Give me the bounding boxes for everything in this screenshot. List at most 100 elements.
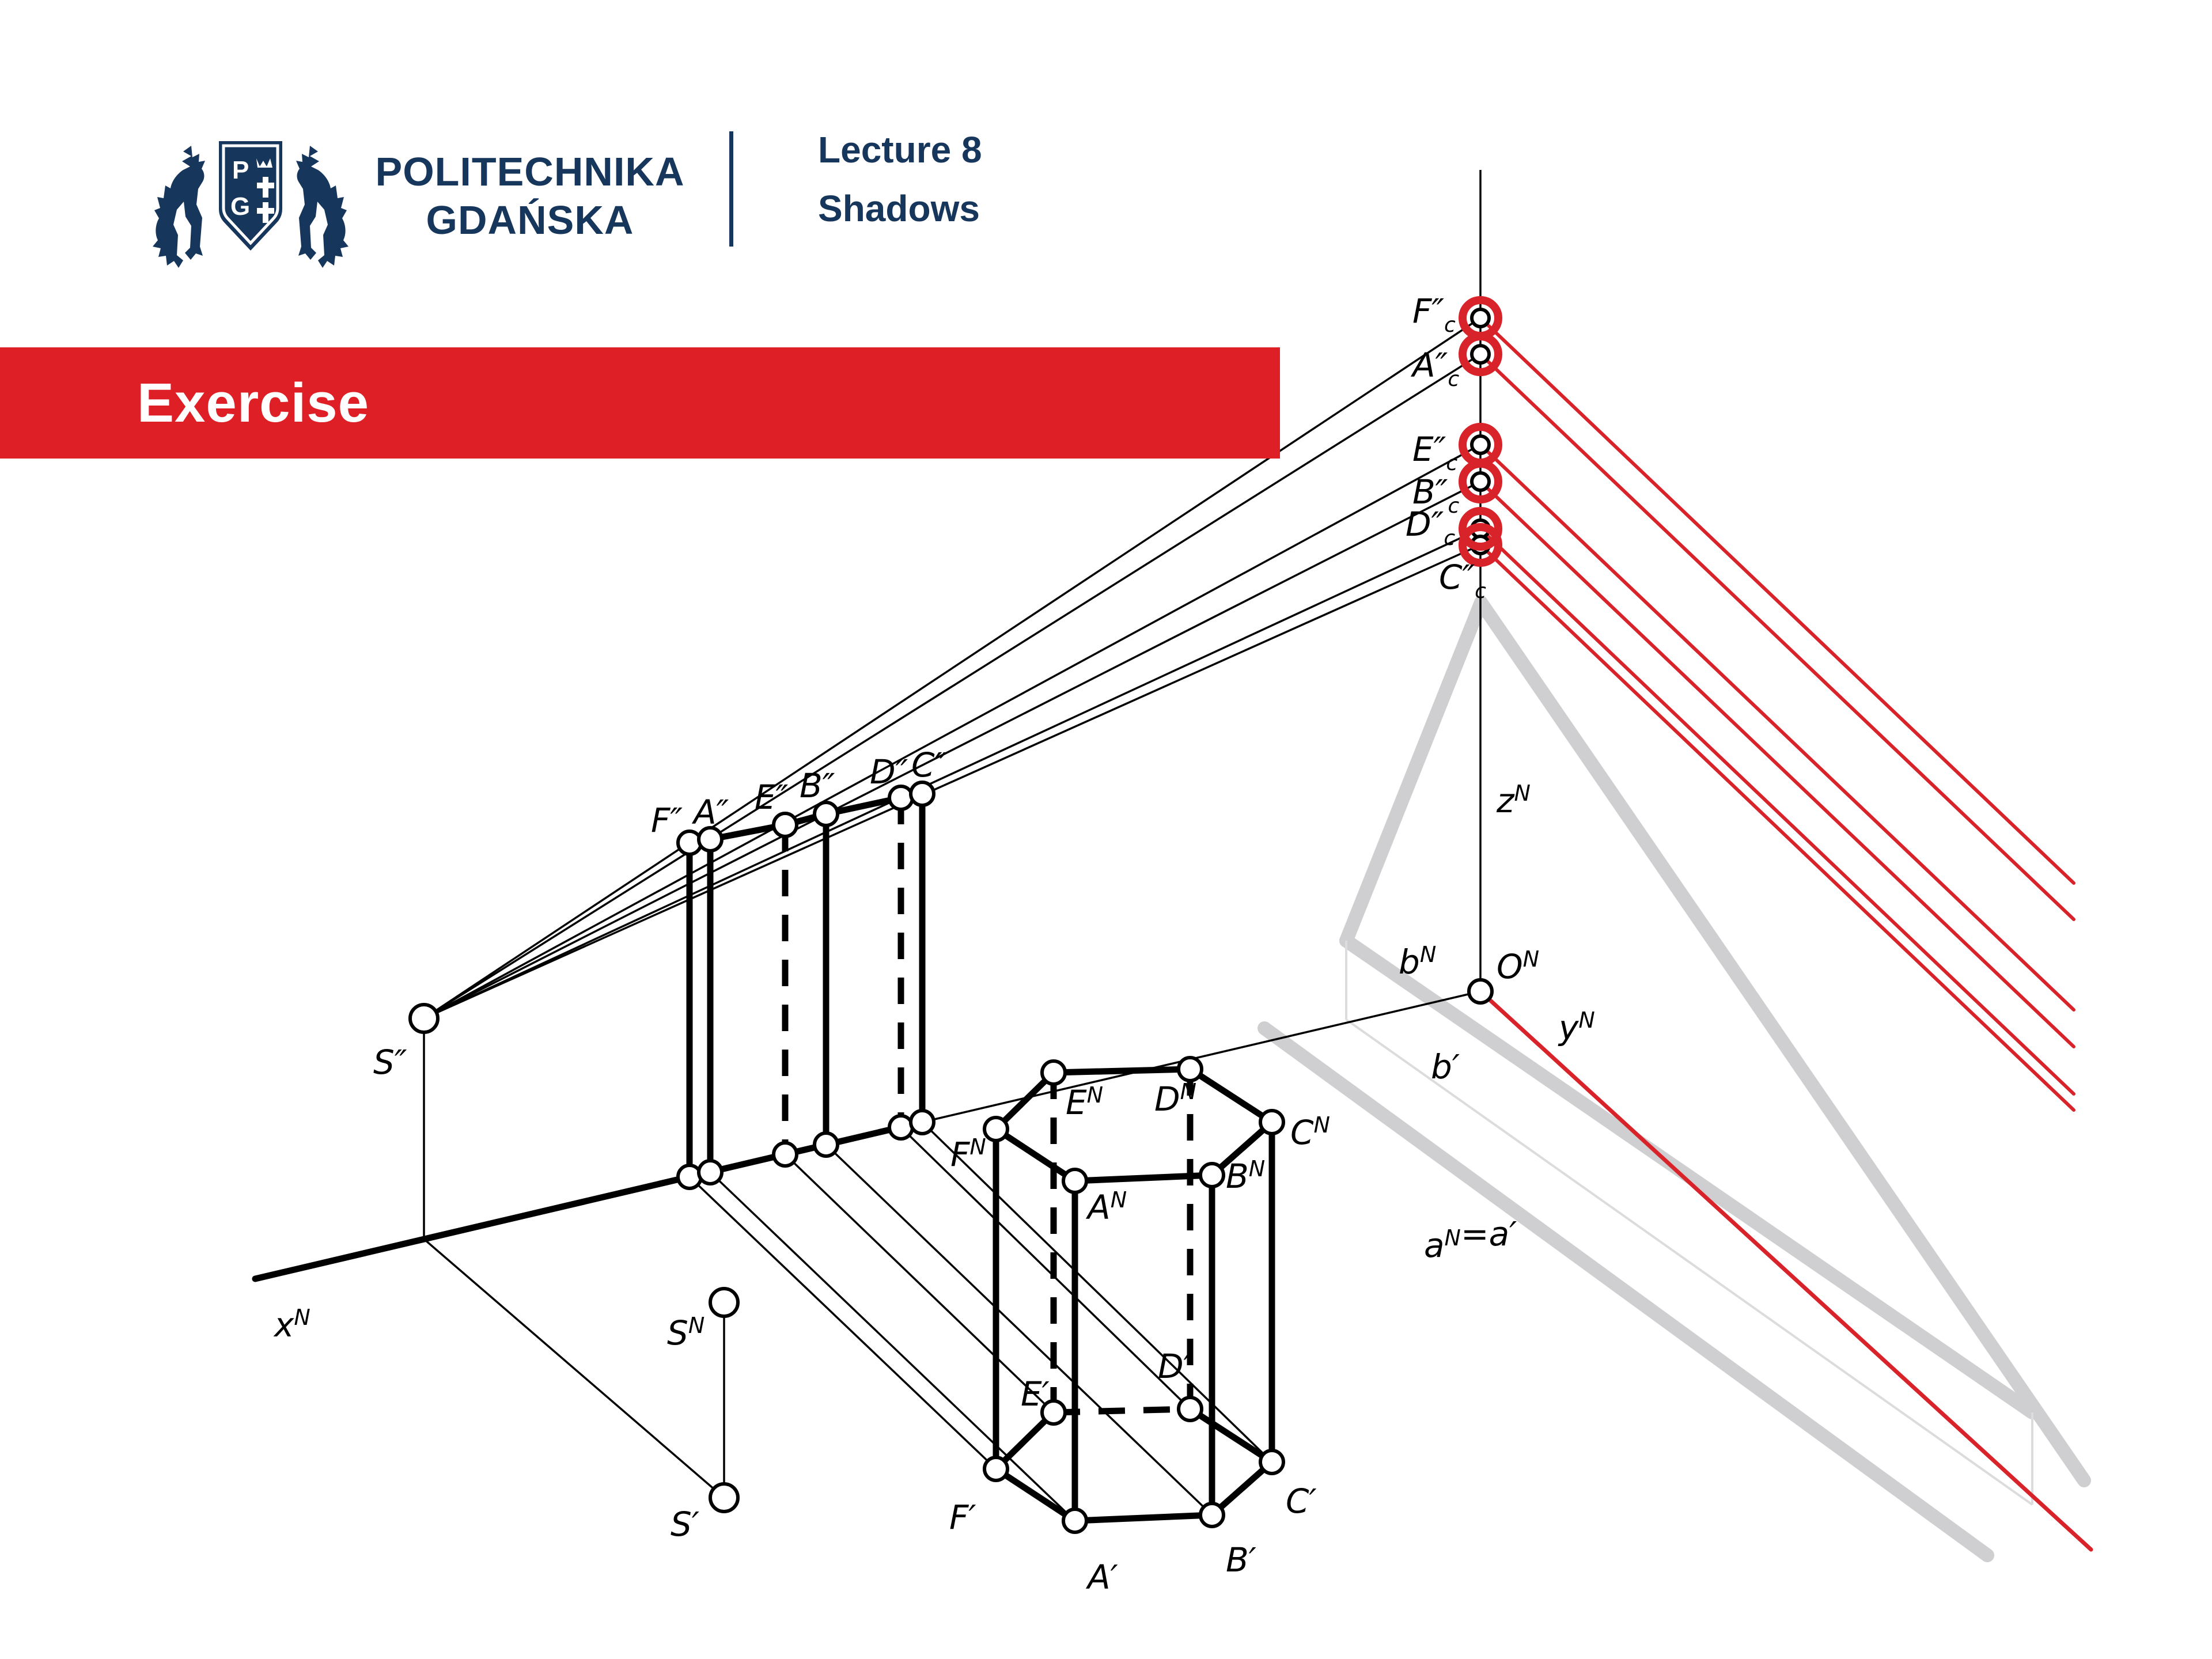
label-Fp: F′ bbox=[949, 1498, 976, 1537]
light-ray-red bbox=[1479, 527, 2075, 1096]
construction-line bbox=[423, 444, 1481, 1020]
shadow-point-marker bbox=[1470, 471, 1491, 492]
light-ray-lines-red bbox=[1478, 316, 2093, 1552]
shadow-point-marker bbox=[1470, 308, 1491, 328]
label-A2c: A″c bbox=[1410, 346, 1459, 391]
shadow-outline-gray-thin bbox=[1345, 941, 2033, 1506]
label-Bp: B′ bbox=[1226, 1540, 1256, 1580]
hexagon-bottom-face-visible bbox=[993, 1406, 1275, 1524]
point-marker bbox=[888, 1114, 914, 1141]
label-F2: F″ bbox=[651, 801, 683, 840]
construction-line bbox=[423, 353, 1481, 1020]
point-marker bbox=[983, 1456, 1009, 1482]
crown-icon bbox=[256, 158, 272, 168]
point-marker bbox=[1259, 1449, 1285, 1475]
section-title: Exercise bbox=[137, 372, 370, 434]
label-bN: bN bbox=[1399, 942, 1436, 982]
university-name: POLITECHNIKA GDAŃSKA bbox=[357, 130, 703, 262]
label-BN: BN bbox=[1226, 1156, 1265, 1196]
construction-line bbox=[423, 528, 1481, 1020]
shadow-contour-line bbox=[1474, 596, 2091, 1487]
point-marker bbox=[1199, 1162, 1225, 1188]
point-marker bbox=[697, 826, 724, 853]
shadow-point-rings bbox=[1459, 296, 1502, 567]
light-ray-red bbox=[1479, 480, 2075, 1048]
label-B2: B″ bbox=[800, 766, 835, 805]
label-B2c: B″c bbox=[1412, 472, 1459, 518]
label-A2: A″ bbox=[691, 793, 729, 832]
shadow-contour-line bbox=[1339, 934, 2039, 1419]
shadow-point-ring bbox=[1459, 460, 1502, 503]
section-banner: Exercise bbox=[0, 347, 1280, 459]
label-xN: xN bbox=[273, 1305, 310, 1344]
shadow-point-ring bbox=[1459, 507, 1502, 551]
label-yN: yN bbox=[1558, 1007, 1595, 1047]
label-Ap: A′ bbox=[1085, 1558, 1118, 1597]
label-C2: C″ bbox=[911, 745, 947, 785]
hidden-edges-dashed bbox=[782, 798, 1194, 1416]
label-CN: CN bbox=[1290, 1112, 1330, 1152]
header: P G POLITECHNIKA GDAŃSKA Lecture 8 Shado… bbox=[0, 0, 2212, 300]
point-marker bbox=[983, 1116, 1009, 1142]
point-marker bbox=[697, 1159, 724, 1185]
label-AN: AN bbox=[1085, 1187, 1127, 1227]
point-marker bbox=[813, 1131, 839, 1158]
point-marker bbox=[772, 1141, 798, 1168]
label-Cp: C′ bbox=[1286, 1482, 1317, 1521]
light-ray-red bbox=[1479, 443, 2075, 1012]
construction-line bbox=[922, 990, 1481, 1123]
label-Dp: D′ bbox=[1158, 1347, 1191, 1386]
lecture-info: Lecture 8 Shadows bbox=[818, 131, 982, 227]
point-marker-large bbox=[709, 1482, 740, 1513]
construction-line bbox=[784, 1153, 1055, 1414]
cross-icon bbox=[257, 202, 274, 223]
construction-line bbox=[688, 1176, 997, 1470]
brand-line-1: POLITECHNIKA bbox=[375, 149, 685, 194]
point-marker bbox=[1177, 1396, 1203, 1422]
label-Sp: S′ bbox=[671, 1505, 699, 1544]
point-marker bbox=[772, 812, 798, 838]
construction-line bbox=[709, 1171, 1076, 1522]
light-ray-red bbox=[1479, 353, 2075, 921]
visible-edge bbox=[252, 1119, 926, 1282]
construction-line bbox=[423, 317, 1481, 1020]
label-E2c: E″c bbox=[1412, 430, 1457, 475]
lecture-topic: Shadows bbox=[818, 188, 980, 229]
label-DN: DN bbox=[1154, 1079, 1196, 1119]
y-axis-red bbox=[1478, 989, 2093, 1552]
label-FN: FN bbox=[950, 1134, 986, 1174]
label-F2c: F″c bbox=[1412, 291, 1456, 337]
light-ray-red bbox=[1479, 543, 2075, 1112]
light-ray-red bbox=[1479, 316, 2075, 885]
brand-line-2: GDAŃSKA bbox=[426, 198, 634, 243]
point-marker bbox=[909, 1109, 935, 1135]
construction-lines bbox=[423, 170, 1482, 1522]
shadow-contour-line bbox=[1257, 1021, 1994, 1562]
label-D2c: D″c bbox=[1406, 505, 1455, 550]
label-E2: E″ bbox=[755, 778, 789, 817]
point-marker bbox=[1177, 1056, 1203, 1082]
point-marker-large bbox=[709, 1287, 740, 1318]
point-marker bbox=[909, 781, 935, 807]
point-marker bbox=[1040, 1059, 1067, 1086]
label-bp: b′ bbox=[1431, 1047, 1460, 1086]
label-SN: SN bbox=[667, 1313, 704, 1353]
shadow-point-ring bbox=[1459, 332, 1502, 376]
point-marker bbox=[1062, 1168, 1088, 1194]
shadow-point-ring bbox=[1459, 523, 1502, 567]
shadow-outline-gray bbox=[1257, 596, 2091, 1562]
point-marker bbox=[1259, 1109, 1285, 1135]
label-S2: S″ bbox=[373, 1043, 407, 1082]
point-marker bbox=[1467, 978, 1494, 1005]
label-zN: zN bbox=[1496, 781, 1531, 820]
construction-line bbox=[423, 1238, 725, 1499]
lecture-number: Lecture 8 bbox=[818, 129, 982, 171]
cross-icon bbox=[257, 177, 274, 198]
shadow-contour-line bbox=[1339, 596, 1488, 948]
point-marker bbox=[1040, 1399, 1067, 1426]
header-divider bbox=[729, 131, 733, 247]
svg-text:G: G bbox=[230, 192, 250, 221]
